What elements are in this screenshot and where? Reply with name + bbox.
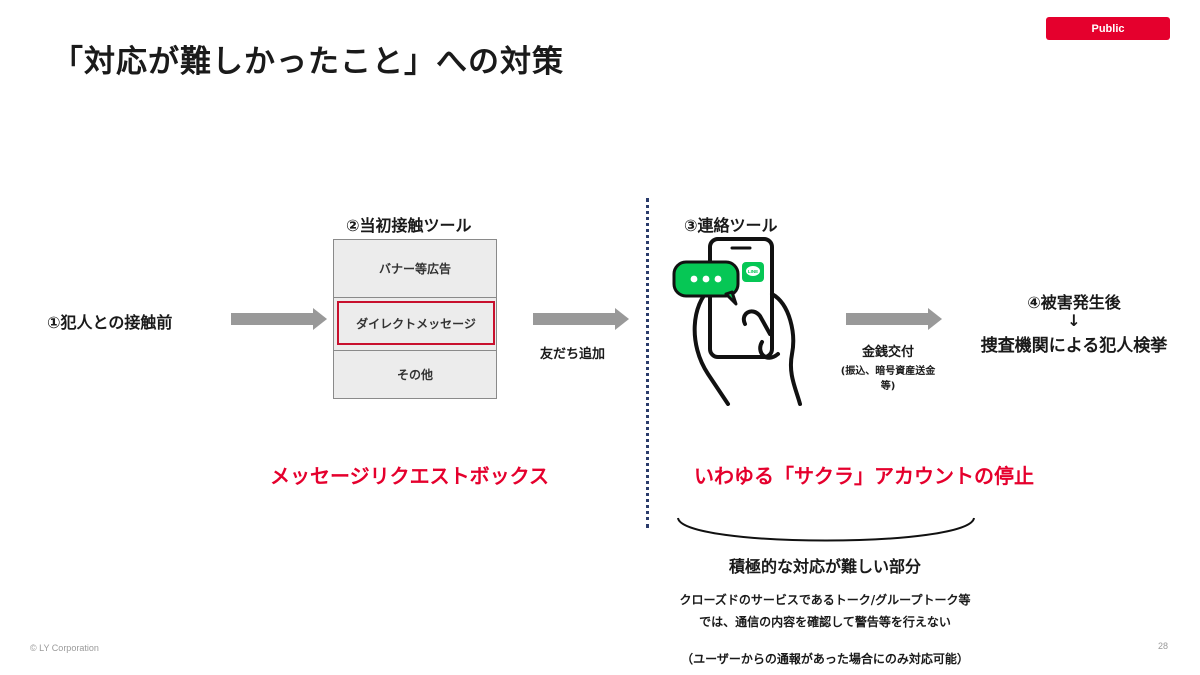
measure-sakura-account-suspension: いわゆる「サクラ」アカウントの停止: [694, 464, 1034, 488]
step3-title: ③連絡ツール: [684, 216, 778, 235]
phone-icon: [708, 237, 774, 359]
step1-label: ①犯人との接触前: [47, 313, 173, 332]
divider: [334, 350, 496, 351]
money-transfer-note: 金銭交付 (振込、暗号資産送金 等): [822, 341, 954, 392]
tool-item-direct-message: ダイレクトメッセージ: [337, 301, 495, 345]
money-label: 金銭交付: [861, 345, 914, 360]
step2-title: ②当初接触ツール: [346, 216, 472, 235]
step4-title: ④被害発生後: [1027, 293, 1121, 312]
money-detail: (振込、暗号資産送金: [840, 366, 936, 377]
arrow-right-icon: [533, 308, 629, 330]
public-badge: Public: [1046, 17, 1170, 40]
svg-text:LINE: LINE: [748, 269, 758, 274]
dotted-separator: [646, 198, 649, 528]
difficult-line-1: クローズドのサービスであるトーク/グループトーク等: [679, 593, 971, 607]
page-number: 28: [1158, 641, 1169, 651]
step4-block: ④被害発生後 ↓ 捜査機関による犯人検挙: [966, 289, 1182, 356]
tool-item-other: その他: [396, 368, 433, 382]
phone-hand-illustration: LINE: [672, 237, 802, 406]
measure-message-request-box: メッセージリクエストボックス: [270, 464, 549, 488]
difficult-note: （ユーザーからの通報があった場合にのみ対応可能）: [681, 652, 969, 666]
page-title: 「対応が難しかったこと」への対策: [52, 44, 564, 80]
step4-detail: 捜査機関による犯人検挙: [980, 336, 1168, 356]
difficult-line-2: では、通信の内容を確認して警告等を行えない: [699, 615, 951, 629]
tool-item-banner-ads: バナー等広告: [378, 262, 451, 276]
arrow-right-icon: [231, 308, 327, 330]
brace-bracket: [677, 517, 975, 542]
add-friend-label: 友だち追加: [540, 347, 606, 362]
down-arrow-icon: ↓: [1067, 311, 1081, 330]
difficult-section: 積極的な対応が難しい部分 クローズドのサービスであるトーク/グループトーク等 で…: [600, 553, 1050, 667]
difficult-heading: 積極的な対応が難しい部分: [728, 557, 921, 576]
copyright-footer: © LY Corporation: [30, 643, 99, 653]
arrow-right-icon: [846, 308, 942, 330]
divider: [334, 297, 496, 298]
money-detail-2: 等): [880, 381, 896, 392]
